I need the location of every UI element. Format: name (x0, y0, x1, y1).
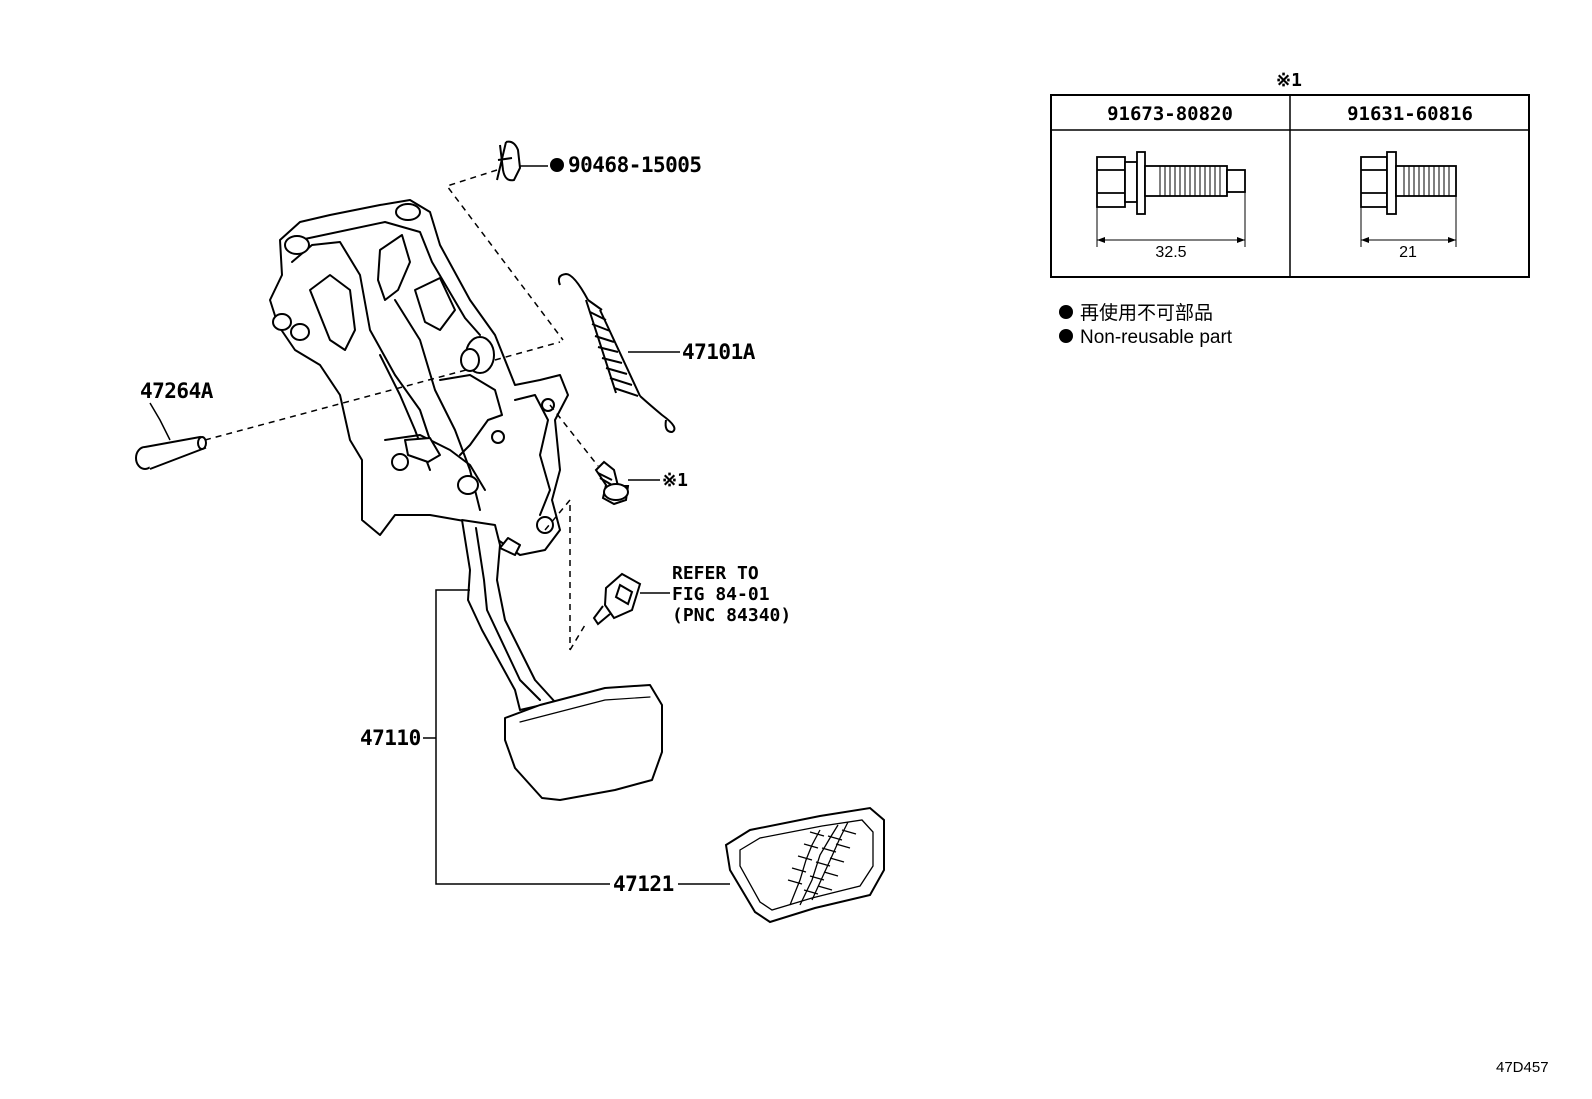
bolt-table-title: ※1 (1276, 70, 1302, 91)
figure-id: 47D457 (1496, 1059, 1549, 1076)
pedal-bracket-drawing (269, 199, 663, 801)
legend-text-en: Non-reusable part (1080, 327, 1233, 348)
bolt-reference-mark: ※1 (662, 470, 688, 491)
bolt-table-col2-length: 21 (1399, 244, 1417, 261)
refer-text-line3: (PNC 84340) (672, 605, 791, 626)
clip-part-drawing (496, 140, 522, 182)
bolt-table-col2-part-number: 91631-60816 (1347, 103, 1473, 125)
part-number-pedal-arm: 47110 (360, 726, 421, 750)
clevis-pin-drawing (135, 435, 207, 470)
legend-dot-icon-en (1059, 329, 1073, 343)
bolt-table-col1-length: 32.5 (1155, 244, 1186, 261)
refer-text-line2: FIG 84-01 (672, 584, 770, 605)
legend: 再使用不可部品 Non-reusable part (1059, 302, 1233, 348)
leader-lines (149, 165, 730, 885)
legend-dot-icon-jp (1059, 305, 1073, 319)
part-number-pin: 47264A (140, 379, 214, 403)
part-number-spring: 47101A (682, 340, 756, 364)
pedal-pad-drawing (724, 806, 885, 924)
stop-lamp-switch-drawing (592, 572, 642, 626)
bolt-part-drawing (594, 460, 630, 506)
part-number-clip: 90468-15005 (568, 153, 702, 177)
legend-text-jp: 再使用不可部品 (1080, 302, 1213, 324)
bolt-drawing-long (1096, 151, 1246, 247)
return-spring-drawing (557, 272, 676, 434)
bolt-table: ※1 91673-80820 91631-60816 (1050, 70, 1530, 278)
non-reusable-marker-icon (550, 158, 564, 172)
part-number-pedal-pad: 47121 (613, 872, 674, 896)
bolt-drawing-short (1360, 151, 1457, 247)
bolt-table-col1-part-number: 91673-80820 (1107, 103, 1233, 125)
refer-text-line1: REFER TO (672, 563, 759, 584)
